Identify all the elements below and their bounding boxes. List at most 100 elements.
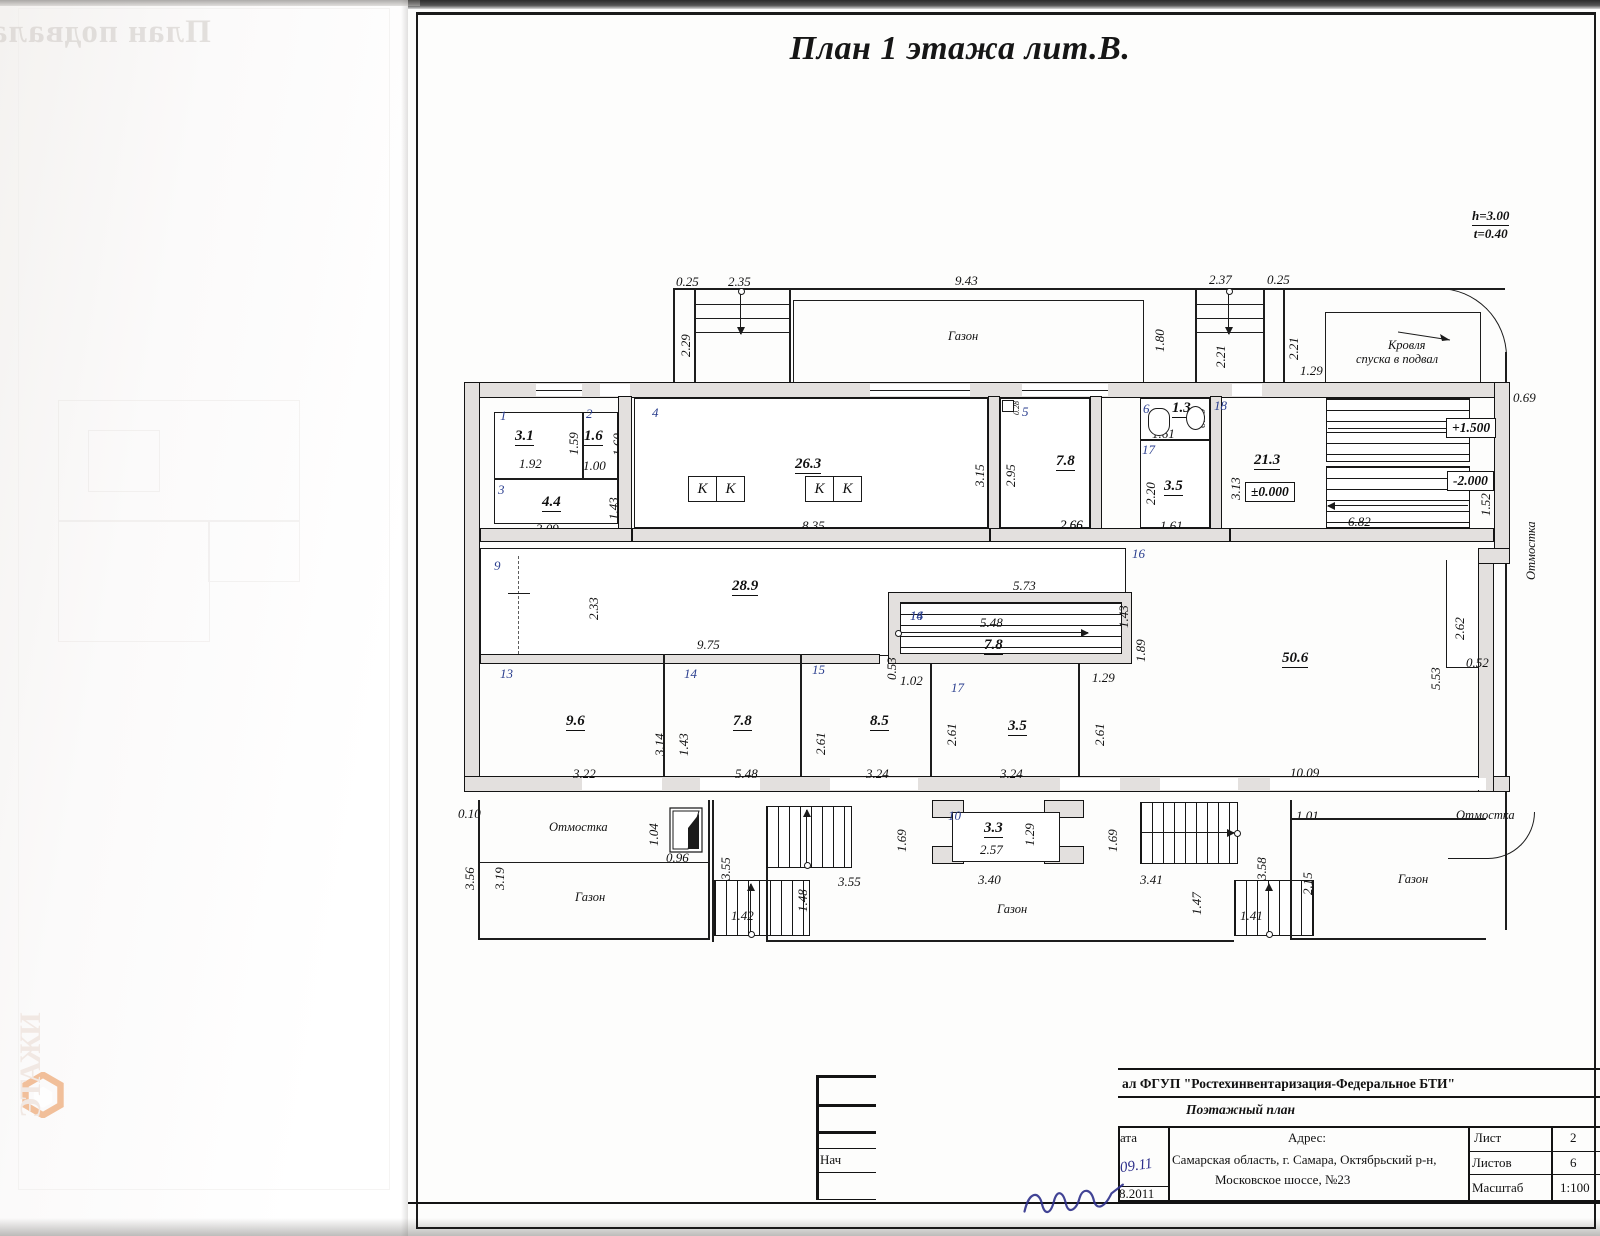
dim-stair14-1-89: 1.89 xyxy=(1133,639,1148,662)
room-1-width: 1.92 xyxy=(519,456,542,471)
exterior-stair-3 xyxy=(1234,880,1314,936)
room-number-15b: 17 xyxy=(951,680,964,695)
lawn-bottom-left-edge xyxy=(766,868,768,942)
wall-height-value: h=3.00 xyxy=(1472,208,1510,227)
dim-right-2-62: 2.62 xyxy=(1452,617,1467,640)
room-number-5: 5 xyxy=(1022,404,1029,419)
room-number-11: 13 xyxy=(500,666,513,681)
tb-scale-label: Масштаб xyxy=(1472,1180,1524,1195)
wall-room11-12 xyxy=(663,654,665,776)
wall-room13-15 xyxy=(930,664,932,776)
tb-sheet-label: Лист xyxy=(1474,1130,1502,1145)
window-bottom-6 xyxy=(1270,778,1486,790)
site-outline-top xyxy=(673,288,1505,290)
tb-rule-bottom xyxy=(1118,1200,1600,1202)
tb-bottom-rule xyxy=(408,1202,1600,1204)
column-mark-k1: К xyxy=(697,480,708,497)
room-17-outline xyxy=(1140,440,1210,528)
tb-left-row-6 xyxy=(816,1199,876,1201)
level-upper-marker: +1.500 xyxy=(1446,418,1497,438)
room-12-width: 5.48 xyxy=(735,766,758,781)
room-area-2: 1.6 xyxy=(584,428,603,446)
exterior-wall-right-step xyxy=(1478,548,1510,564)
blind-area-left-edge xyxy=(478,800,480,940)
room-area-14-real: 7.8 xyxy=(984,637,1003,655)
room-area-11: 9.6 xyxy=(566,713,585,731)
dim-right-5-53: 5.53 xyxy=(1428,667,1443,690)
room-15-height-left: 2.61 xyxy=(944,723,959,746)
room-14-run: 5.48 xyxy=(980,615,1003,630)
exterior-stair-1b xyxy=(714,880,810,936)
tb-left-vline xyxy=(816,1075,819,1200)
wall-mid-horizontal-right xyxy=(1230,528,1494,542)
room-number-2: 2 xyxy=(586,406,593,421)
dim-bottom-1-69-b: 1.69 xyxy=(1105,829,1120,852)
exterior-wall-left xyxy=(464,382,480,792)
tb-left-row-1 xyxy=(816,1075,876,1078)
room-2-width: 1.00 xyxy=(583,458,606,473)
room-4-height: 3.15 xyxy=(972,464,987,487)
dim-top-9-43: 9.43 xyxy=(955,273,978,288)
window-bottom-1 xyxy=(582,778,662,790)
dim-top-vert-2-21b: 2.21 xyxy=(1286,337,1301,360)
entrance-ramp-icon xyxy=(669,807,703,853)
wall-notch-right xyxy=(1446,560,1478,668)
room-number-18: 18 xyxy=(1214,398,1227,413)
tb-rule-3 xyxy=(1118,1126,1600,1128)
dim-room14-0-53: 0.53 xyxy=(884,657,899,680)
window-top-3-glass xyxy=(870,390,970,391)
handwritten-signature xyxy=(1019,1178,1132,1227)
blind-area-label-bottom-left: Отмостка xyxy=(549,820,608,834)
dim-top-0-25: 0.25 xyxy=(676,274,699,289)
room-area-8-5: 3.5 xyxy=(1008,718,1027,736)
room-area-17: 3.5 xyxy=(1164,478,1183,496)
dim-stair14-top: 5.73 xyxy=(1013,578,1036,593)
porch-div-4 xyxy=(1263,288,1265,383)
page-title: План 1 этажа лит.В. xyxy=(789,30,1131,67)
column-mark-k3: К xyxy=(814,480,825,497)
blind-area-split xyxy=(478,862,708,863)
room-number-14-real: 14 xyxy=(910,608,923,623)
wall-left-block-bottom xyxy=(480,528,632,542)
room-14-stair-treads xyxy=(900,602,1122,654)
room-area-18: 21.3 xyxy=(1254,452,1281,470)
exterior-stair-1b-arrow xyxy=(746,883,755,932)
dim-top-1-29: 1.29 xyxy=(1300,363,1323,378)
dim-bottom-1-42: 1.42 xyxy=(731,908,754,923)
exterior-stair-1-arrow xyxy=(802,809,811,864)
room-11-width: 3.22 xyxy=(573,766,596,781)
porch-step-1 xyxy=(694,304,789,305)
exterior-stair-3-origin xyxy=(1266,931,1273,938)
porch-arrow-1 xyxy=(736,292,745,335)
room-number-1: 1 xyxy=(500,408,507,423)
exterior-stair-2-origin xyxy=(1234,830,1241,837)
room-15-width: 3.24 xyxy=(1000,766,1023,781)
porch-arrow-origin-1 xyxy=(738,288,745,295)
height-thickness-note: h=3.00 t=0.40 xyxy=(1472,208,1510,243)
dim-bottom-3-40: 3.40 xyxy=(978,872,1001,887)
basement-roof-label-line2: спуска в подвал xyxy=(1356,352,1439,366)
wall-room1-room2 xyxy=(582,412,584,478)
room-14-stair-arrow xyxy=(898,628,1089,637)
room-1-2-3-outer xyxy=(494,412,618,524)
ghost-page-frame xyxy=(18,8,390,1190)
window-top-2 xyxy=(600,384,630,396)
stair-arrow-down xyxy=(1327,501,1468,510)
page-top-shadow xyxy=(408,0,1600,9)
lawn-right-top xyxy=(1290,818,1486,820)
dim-bottom-1-47: 1.47 xyxy=(1189,892,1204,915)
blind-area-right-edge xyxy=(708,800,710,940)
blind-area-bottom-edge xyxy=(478,938,708,940)
room-number-14b: 16 xyxy=(910,608,923,623)
tb-left-row-3 xyxy=(816,1131,876,1134)
dim-right-0-52: 0.52 xyxy=(1466,655,1489,670)
hexagon-logo-icon xyxy=(22,1072,64,1118)
room-5-niche xyxy=(1002,400,1014,412)
dim-bottom-3-57: 3.55 xyxy=(718,857,733,880)
room-12-height: 1.43 xyxy=(676,733,691,756)
wall-room4-bottom xyxy=(632,528,990,542)
dim-top-vert-2-21: 2.21 xyxy=(1213,345,1228,368)
window-bottom-3 xyxy=(830,778,918,790)
wall-thickness-value: t=0.40 xyxy=(1473,226,1508,242)
tb-rule-top xyxy=(1118,1068,1600,1070)
